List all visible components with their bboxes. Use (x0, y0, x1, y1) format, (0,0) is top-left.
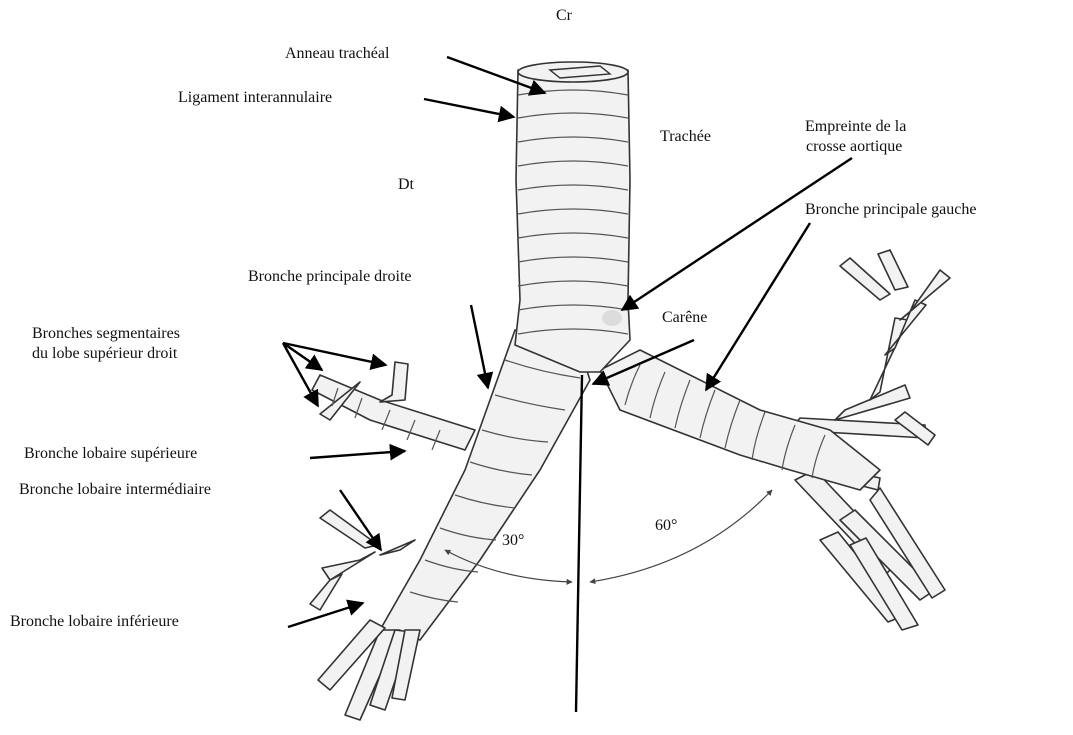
arrow-right-main-bronchus (471, 305, 488, 388)
arrow-upper-lobar (310, 451, 405, 458)
angle-arc-left (590, 490, 772, 582)
arrow-left-main-bronchus (706, 223, 810, 390)
label-intermediate-lobar: Bronche lobaire intermédiaire (19, 481, 211, 498)
cranial-label: Cr (556, 7, 573, 24)
label-lower-lobar: Bronche lobaire inférieure (10, 613, 179, 630)
vertical-axis-line (576, 375, 582, 712)
label-right-main-bronchus: Bronche principale droite (248, 268, 412, 285)
label-tracheal-ring: Anneau trachéal (285, 45, 390, 62)
label-carina: Carêne (662, 309, 707, 326)
label-segmental-line1: Bronches segmentaires (32, 325, 180, 342)
arrow-aortic-arch (622, 158, 852, 310)
arrow-lower-lobar (288, 603, 363, 627)
label-interannular-ligament: Ligament interannulaire (178, 89, 332, 106)
angle-label-right: 30° (502, 532, 524, 549)
label-aortic-arch-line1: Empreinte de la (805, 118, 906, 135)
arrow-segmental-3 (283, 343, 318, 406)
trachea-drawing (515, 62, 630, 372)
bronchial-tree-drawing (310, 62, 950, 720)
right-side-label: Dt (398, 176, 415, 193)
label-aortic-arch-line2: crosse aortique (806, 138, 902, 155)
label-upper-lobar: Bronche lobaire supérieure (24, 445, 197, 462)
angle-label-left: 60° (655, 517, 677, 534)
label-left-main-bronchus: Bronche principale gauche (805, 201, 976, 218)
arrow-interannular-ligament (424, 99, 514, 117)
label-trachea: Trachée (660, 128, 711, 145)
label-segmental-line2: du lobe supérieur droit (32, 345, 178, 362)
right-upper-branches (312, 362, 475, 450)
